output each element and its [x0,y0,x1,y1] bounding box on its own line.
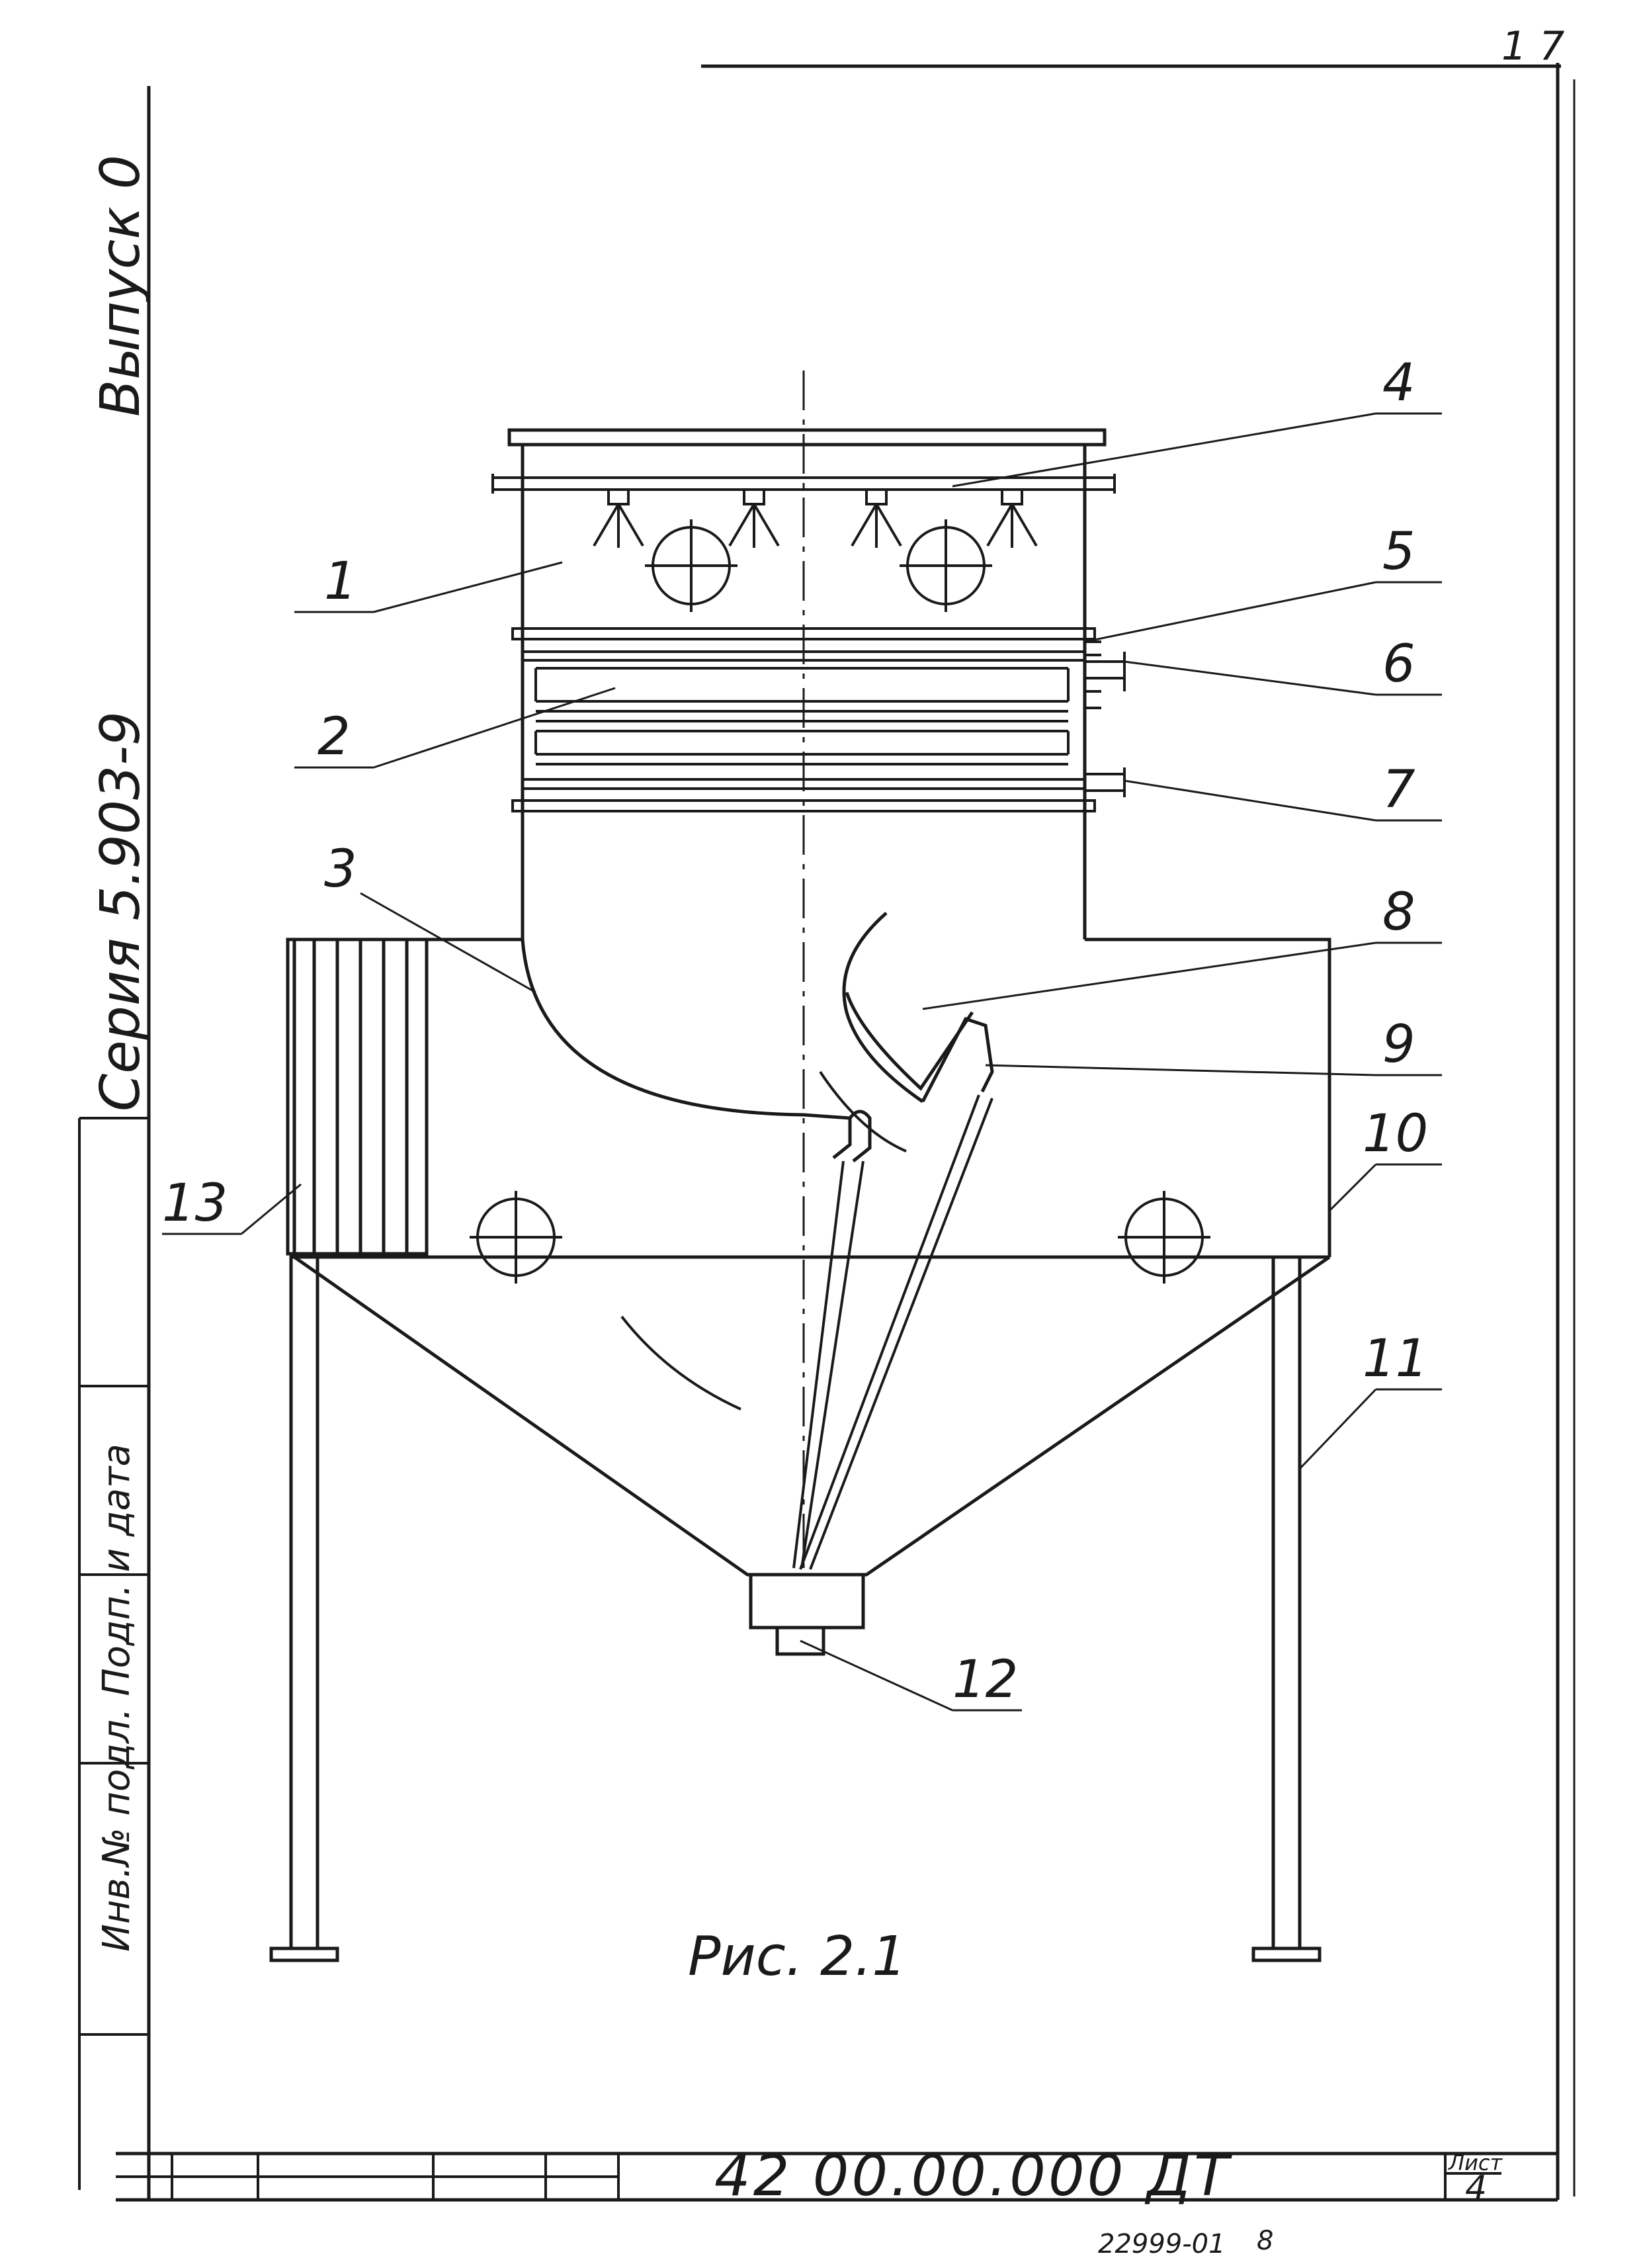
callout-7: 7 [1382,760,1415,820]
corner-mark: 1 7 [1501,23,1564,69]
callout-5: 5 [1382,522,1415,582]
series-label: Серия 5.903-9 [89,711,152,1112]
callout-2: 2 [317,707,351,767]
callout-labels: 1 2 3 4 5 6 7 8 9 10 11 12 13 [162,353,1428,1710]
upper-hatches [645,519,992,612]
callout-6: 6 [1382,634,1415,694]
callout-11: 11 [1363,1329,1428,1389]
outlet-spigot [749,1573,865,1656]
downcomer-pipes [792,1094,993,1570]
flow-arc [620,1315,741,1411]
callout-3: 3 [324,840,357,899]
flow-arc [819,1070,907,1153]
leader-lines [162,412,1442,1712]
title-block-grid [116,2154,1501,2200]
scrubber-apparatus [269,371,1331,1962]
left-elbow [521,939,872,1162]
callout-10: 10 [1363,1104,1428,1164]
callout-9: 9 [1382,1015,1415,1074]
callout-13: 13 [162,1174,228,1233]
sheet-frame [116,63,1576,2202]
callout-1: 1 [324,552,357,611]
support-legs [269,1255,1322,1962]
side-connections [1085,640,1126,797]
margin-stamp-label: Инв.№ подл. Подп. и дата [95,1444,138,1952]
spray-manifold [491,474,1116,494]
footer-number: 22999-01 [1098,2229,1226,2259]
side-heat-exchanger [286,938,429,1256]
footer-page: 8 [1257,2226,1273,2256]
callout-12: 12 [952,1650,1018,1710]
margin-stamp-grid [78,1117,149,2190]
issue-label: Выпуск 0 [89,155,152,417]
spray-nozzles [593,488,1038,548]
main-shell [292,938,1331,1259]
callout-8: 8 [1382,883,1415,942]
sheet-label: Лист [1448,2150,1503,2175]
figure-caption: Рис. 2.1 [688,1925,906,1988]
right-guide [842,912,994,1104]
callout-4: 4 [1382,353,1415,413]
sheet-number: 4 [1465,2169,1487,2208]
top-cover-plate [507,428,1107,447]
document-code: 42 00.00.000 ДТ [714,2143,1233,2209]
lower-hatches [470,1191,1210,1284]
